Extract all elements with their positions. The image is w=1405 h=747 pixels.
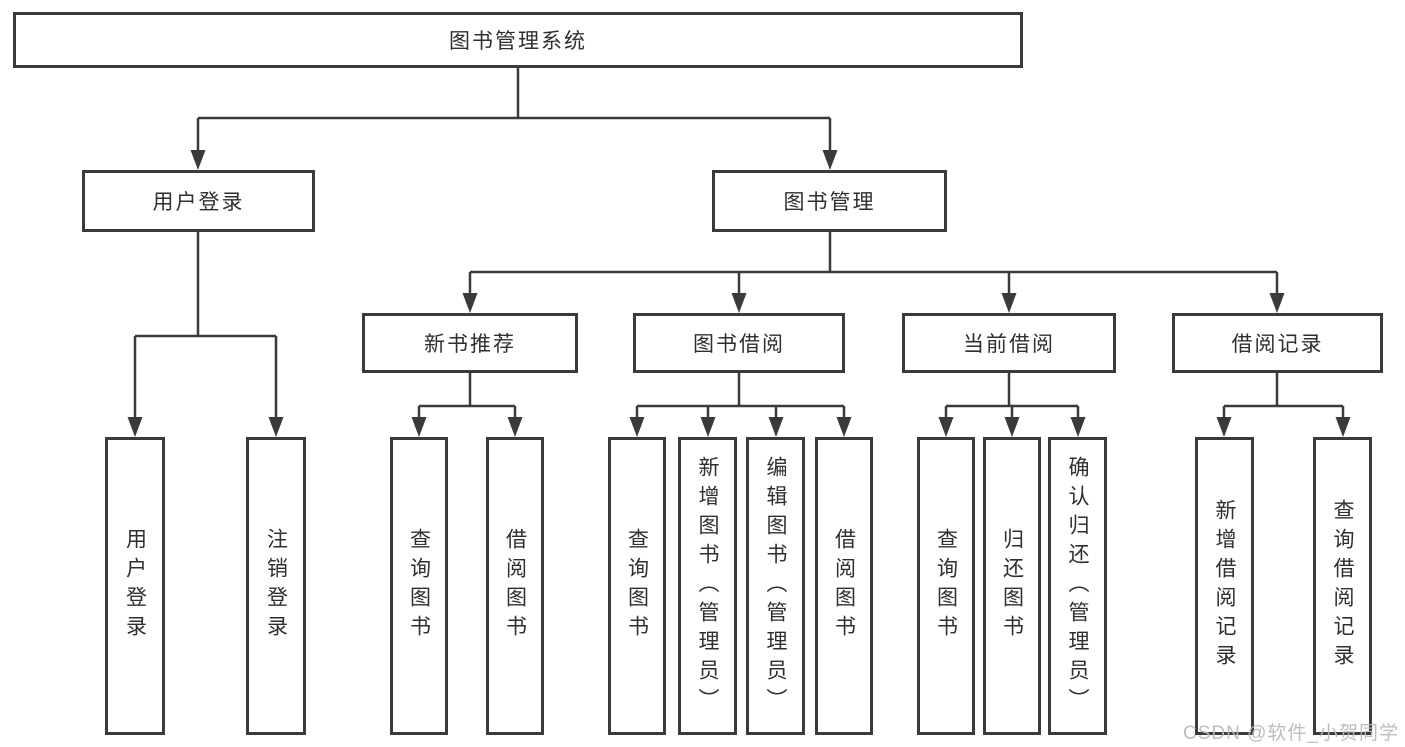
connector-book-management-branch	[468, 232, 1279, 295]
arrowhead	[190, 150, 206, 170]
connector-new-book-recommend-branch	[417, 373, 517, 419]
arrowhead	[268, 417, 284, 437]
connector-user-login-branch	[133, 232, 278, 419]
arrowhead	[127, 417, 143, 437]
arrowhead	[731, 293, 747, 313]
arrowhead	[629, 417, 645, 437]
arrowhead	[938, 417, 954, 437]
connector-borrow-records-branch	[1222, 373, 1345, 419]
node-new-book-recommend: 新书推荐	[362, 313, 578, 373]
leaf-borrow-add-books-admin: 新增图书（管理员）	[678, 437, 737, 735]
arrowhead	[1269, 293, 1285, 313]
leaf-recommend-query-books: 查询图书	[390, 437, 448, 735]
arrowhead	[1004, 417, 1020, 437]
connector-current-borrow-branch	[944, 373, 1080, 419]
leaf-borrow-query-books: 查询图书	[608, 437, 666, 735]
arrowhead	[1216, 417, 1232, 437]
node-borrow-records: 借阅记录	[1172, 313, 1383, 373]
leaf-user-login: 用户登录	[105, 437, 165, 735]
arrowhead	[507, 417, 523, 437]
connector-book-borrow-branch	[635, 373, 846, 419]
arrowhead	[411, 417, 427, 437]
arrowhead	[822, 150, 838, 170]
arrowhead	[1001, 293, 1017, 313]
leaf-borrow-edit-books-admin: 编辑图书（管理员）	[746, 437, 805, 735]
leaf-borrow-borrow-books: 借阅图书	[815, 437, 873, 735]
arrowhead	[462, 293, 478, 313]
node-user-login: 用户登录	[82, 170, 315, 232]
leaf-logout: 注销登录	[246, 437, 306, 735]
node-root-system: 图书管理系统	[13, 12, 1023, 68]
leaf-records-add-record: 新增借阅记录	[1195, 437, 1254, 735]
leaf-records-query-record: 查询借阅记录	[1313, 437, 1372, 735]
leaf-current-confirm-return-admin: 确认归还（管理员）	[1048, 437, 1107, 735]
arrowhead	[1070, 417, 1086, 437]
connector-root-to-level2	[196, 68, 832, 152]
arrowhead	[1335, 417, 1351, 437]
leaf-current-query-books: 查询图书	[917, 437, 975, 735]
leaf-recommend-borrow-books: 借阅图书	[486, 437, 544, 735]
watermark: CSDN @软件_小贺同学	[1183, 723, 1399, 744]
node-book-borrow: 图书借阅	[633, 313, 845, 373]
node-book-management: 图书管理	[712, 170, 947, 232]
arrowhead	[836, 417, 852, 437]
node-current-borrow: 当前借阅	[902, 313, 1116, 373]
leaf-current-return-books: 归还图书	[983, 437, 1041, 735]
arrowhead	[700, 417, 716, 437]
arrowhead	[768, 417, 784, 437]
